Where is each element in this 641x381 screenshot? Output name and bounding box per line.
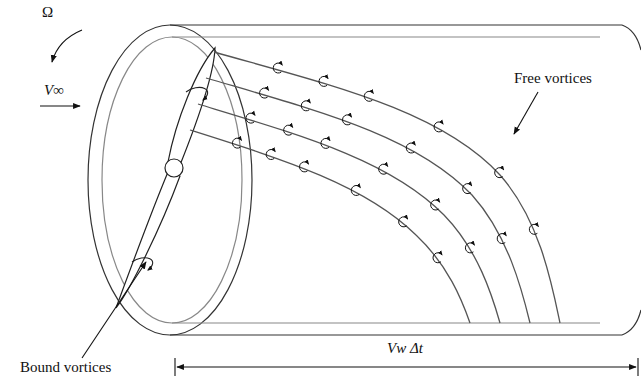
- vortex-curl: [232, 138, 241, 148]
- wake-tube-end: [622, 25, 641, 50]
- flow-arrow: [40, 105, 80, 106]
- bound-vortex-symbol: [186, 87, 208, 100]
- vortex-curl: [529, 224, 538, 234]
- rotor-disk-inner: [102, 37, 242, 323]
- dimension-label: Vw Δt: [385, 340, 425, 357]
- vortex-line: [190, 130, 470, 323]
- vortex-curl: [379, 164, 388, 174]
- vortex-curl: [300, 162, 309, 172]
- vortex-curl: [364, 91, 373, 101]
- wake-tube-bottom: [170, 334, 622, 335]
- vortex-line: [214, 52, 560, 323]
- vortex-line: [206, 78, 530, 323]
- vortex-curl: [406, 143, 415, 153]
- dimension-line: [177, 366, 636, 367]
- vortex-curl: [399, 217, 408, 227]
- vortex-curl: [273, 63, 282, 73]
- hub: [165, 159, 183, 177]
- rotor-disk-outer: [88, 25, 252, 335]
- vortex-curl: [343, 115, 352, 125]
- vortex-curl: [431, 200, 440, 210]
- rotation-label: Ω: [40, 4, 55, 21]
- leader-line: [82, 262, 146, 358]
- callout-label: Bound vortices: [18, 359, 113, 376]
- vortex-curl: [266, 149, 275, 159]
- vortex-curl: [284, 125, 293, 135]
- vortex-curl: [319, 76, 328, 86]
- wake-tube-end: [622, 310, 641, 335]
- vortex-curl: [463, 184, 472, 194]
- wake-tube-inner-top: [172, 36, 600, 37]
- vortex-curl: [495, 168, 504, 178]
- vortex-curl: [351, 185, 360, 195]
- wake-tube-inner-bottom: [172, 322, 600, 323]
- vortex-curl: [301, 101, 310, 111]
- velocity-label: V∞: [42, 82, 66, 99]
- dimension-tick: [174, 358, 175, 376]
- callout-label: Free vortices: [512, 70, 594, 87]
- vortex-curl: [260, 88, 269, 98]
- vortex-line: [198, 104, 500, 323]
- vortex-curl: [434, 122, 443, 132]
- leader-line: [514, 92, 538, 134]
- rotation-arrow: [52, 30, 82, 62]
- vortex-curl: [465, 243, 474, 253]
- vortex-curl: [246, 113, 255, 123]
- vortex-curl: [433, 253, 442, 263]
- wake-tube-top: [170, 24, 622, 25]
- blade: [116, 172, 180, 308]
- vortex-curl: [321, 138, 330, 148]
- vortex-curl: [497, 234, 506, 244]
- dimension-tick: [637, 358, 638, 376]
